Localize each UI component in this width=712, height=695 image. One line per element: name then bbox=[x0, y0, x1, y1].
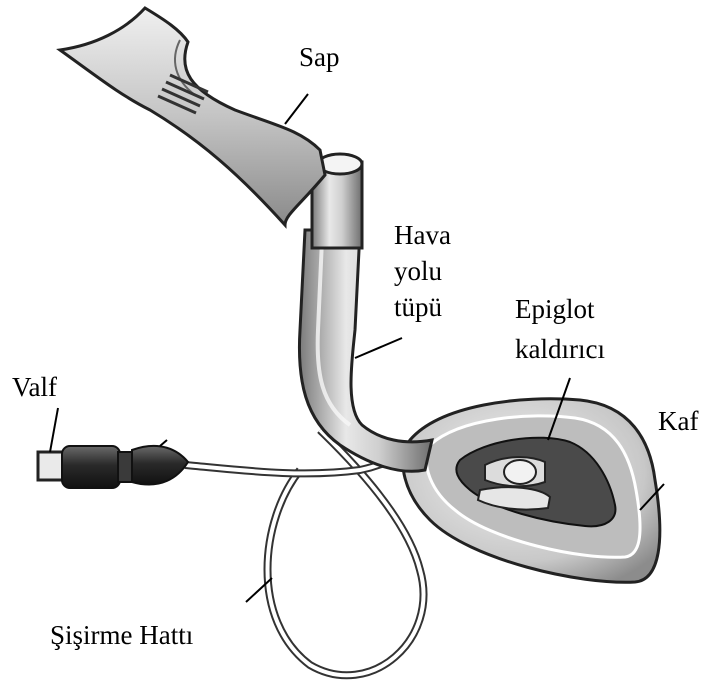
label-tupu: tüpü bbox=[394, 292, 443, 322]
label-sap: Sap bbox=[299, 42, 340, 72]
label-epiglot: Epiglot bbox=[515, 294, 595, 324]
label-kaf: Kaf bbox=[658, 406, 698, 436]
handle bbox=[60, 8, 325, 225]
label-valf: Valf bbox=[12, 372, 57, 402]
label-sisirme-hatti: Şişirme Hattı bbox=[50, 620, 193, 650]
label-yolu: yolu bbox=[394, 256, 443, 286]
label-kaldirici: kaldırıcı bbox=[515, 334, 605, 364]
valve bbox=[38, 446, 188, 488]
label-hava: Hava bbox=[394, 220, 451, 250]
